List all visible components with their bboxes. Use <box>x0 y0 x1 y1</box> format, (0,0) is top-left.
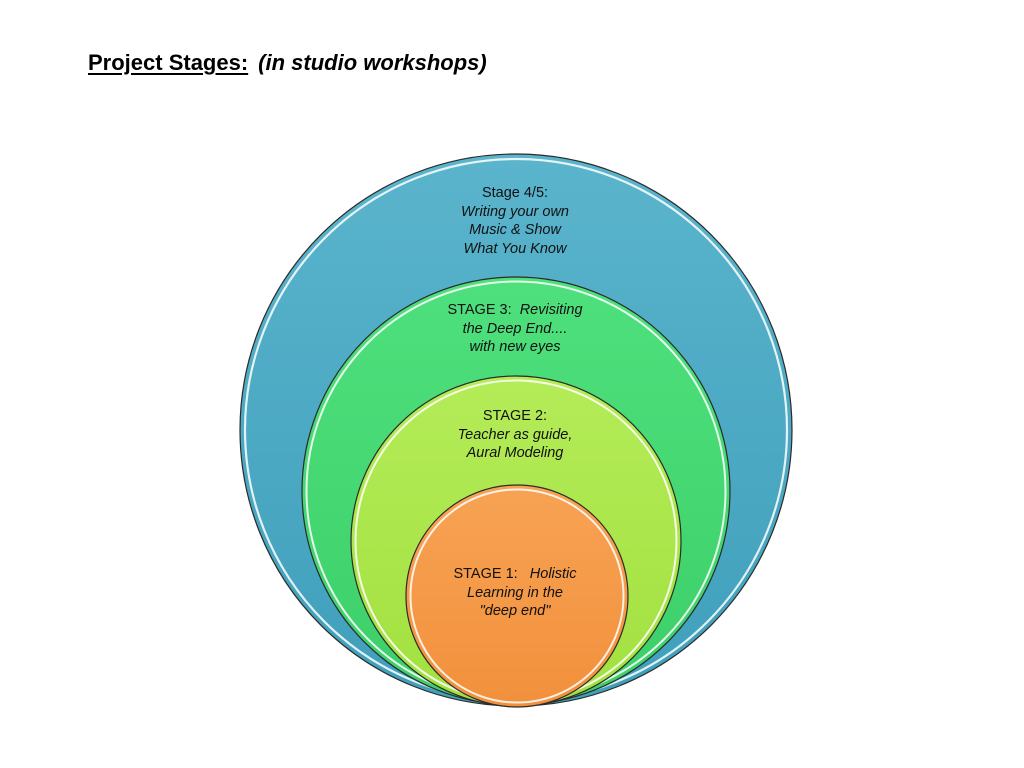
circle-stage-1-highlight <box>409 488 625 704</box>
stage-3-heading-row: STAGE 3: Revisiting <box>405 301 625 320</box>
stage-2-line-2: Aural Modeling <box>466 445 564 461</box>
stage-3-line-2: with new eyes <box>469 339 561 355</box>
stage-1-label: STAGE 1: Holistic Learning in the "deep … <box>420 565 610 621</box>
slide-title: Project Stages: (in studio workshops) <box>88 50 487 76</box>
stage-3-line-1: the Deep End.... <box>462 320 568 337</box>
title-main: Project Stages: <box>88 50 249 75</box>
stage-4-5-line-2: Music & Show <box>469 222 561 238</box>
stage-4-5-line-1: Writing your own <box>461 203 569 220</box>
stage-1-line-2: "deep end" <box>479 603 551 619</box>
stage-1-heading-row: STAGE 1: Holistic <box>420 565 610 584</box>
stage-1-heading-italic: Holistic <box>529 566 577 582</box>
stage-1-line-1: Learning in the <box>467 584 563 601</box>
title-subtitle: (in studio workshops) <box>258 50 487 75</box>
circle-stage-1 <box>405 484 629 708</box>
stage-2-label: STAGE 2: Teacher as guide, Aural Modelin… <box>415 407 615 463</box>
stage-4-5-heading: Stage 4/5: <box>481 185 549 201</box>
stage-1-heading: STAGE 1: <box>453 566 518 582</box>
stage-4-5-line-3: What You Know <box>463 240 567 257</box>
stage-3-heading: STAGE 3: <box>447 302 512 318</box>
stage-3-heading-italic: Revisiting <box>519 302 583 318</box>
stage-3-label: STAGE 3: Revisiting the Deep End.... wit… <box>405 301 625 357</box>
stage-4-5-label: Stage 4/5: Writing your own Music & Show… <box>415 184 615 258</box>
stage-2-line-1: Teacher as guide, <box>457 426 573 443</box>
stage-2-heading: STAGE 2: <box>482 408 548 424</box>
